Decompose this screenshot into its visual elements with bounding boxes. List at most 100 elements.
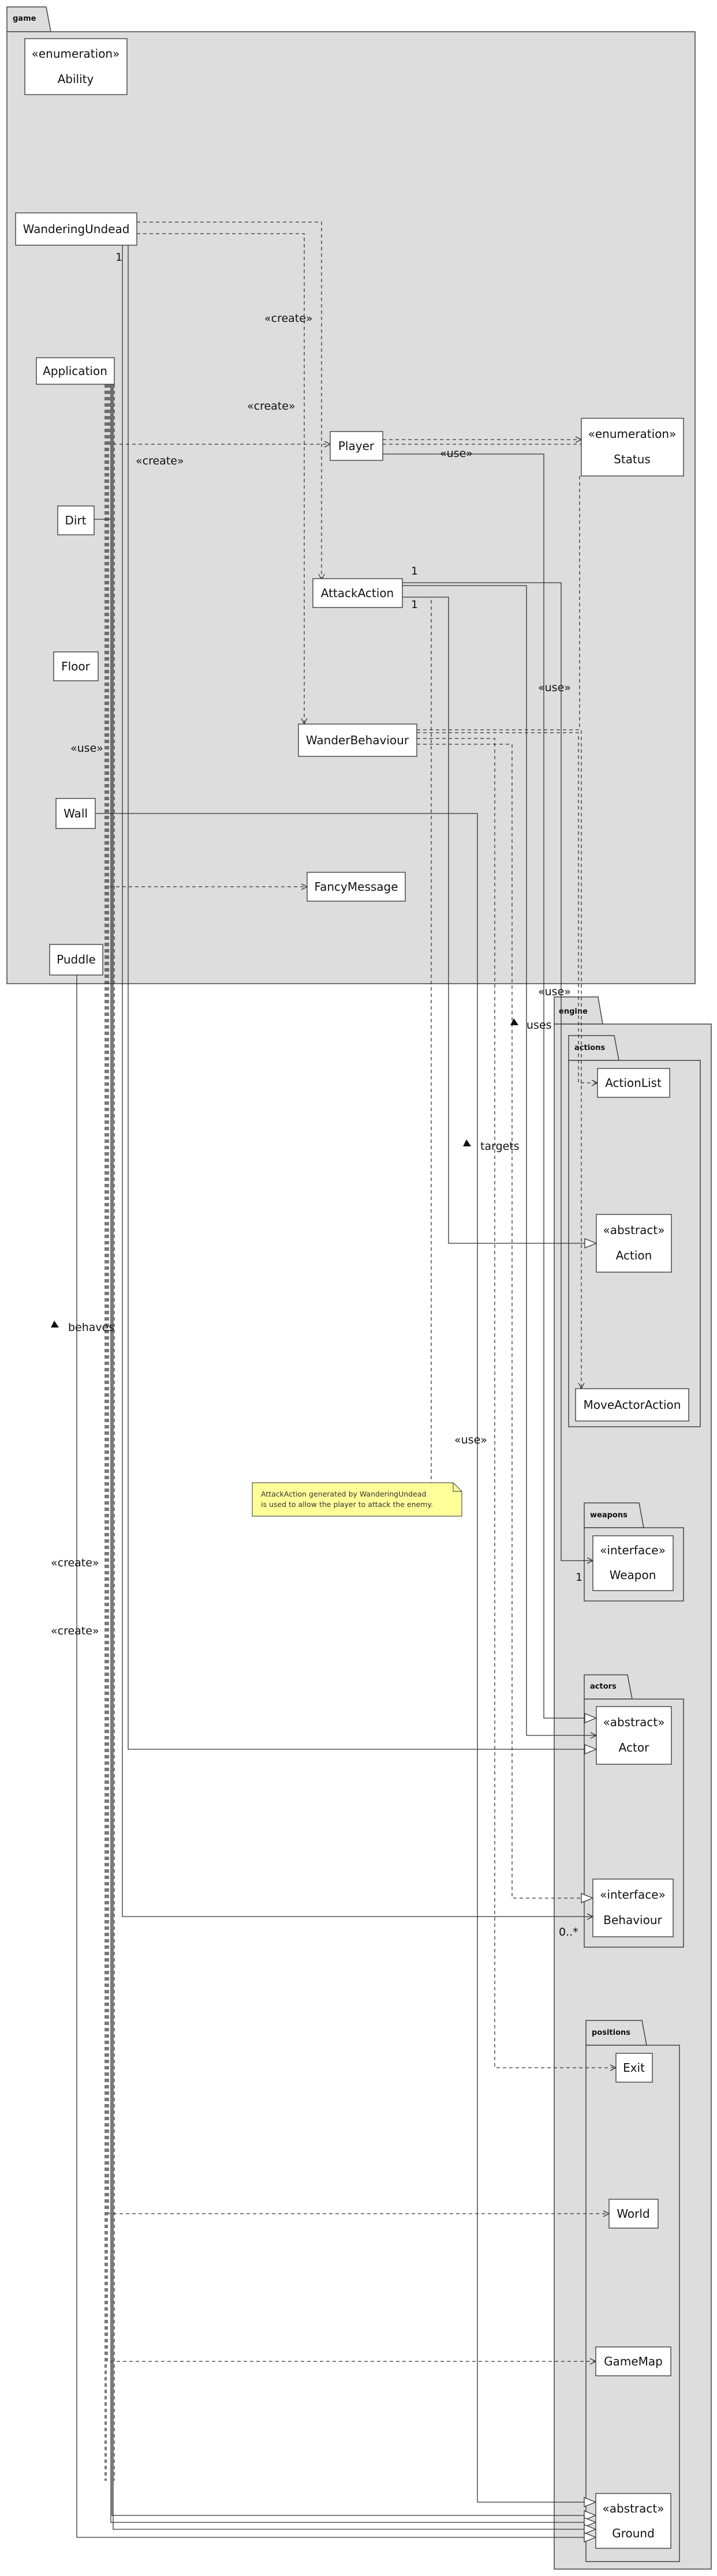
- direction-arrow-targets: [463, 1139, 471, 1146]
- edge-app-extends-ground: [113, 384, 596, 2529]
- class-action[interactable]: «abstract» Action: [596, 1214, 672, 1273]
- ground-stereotype: «abstract»: [602, 2502, 664, 2515]
- move-actor-action-name: MoveActorAction: [584, 1398, 681, 1412]
- edge-wu-create-attackaction: [137, 222, 322, 580]
- class-puddle[interactable]: Puddle: [49, 944, 103, 976]
- edges: [76, 222, 616, 2537]
- class-floor[interactable]: Floor: [53, 651, 99, 681]
- label-use-5: «use»: [454, 1434, 487, 1446]
- edge-wb-use-actionlist: [417, 732, 598, 1083]
- application-name: Application: [43, 364, 107, 378]
- exit-name: Exit: [623, 2061, 645, 2075]
- behaviour-stereotype: «interface»: [600, 1888, 666, 1902]
- action-list-name: ActionList: [605, 1076, 662, 1090]
- package-positions-label: positions: [592, 2028, 630, 2037]
- label-create-3: «create»: [136, 455, 184, 467]
- edge-app-create-world: [108, 384, 609, 2214]
- package-weapons-label: weapons: [590, 1511, 628, 1520]
- edge-wu-behaviour: [122, 245, 593, 1917]
- label-mult-wu: 1: [115, 251, 122, 264]
- package-game-label: game: [13, 14, 36, 23]
- direction-arrow-uses: [510, 1018, 518, 1025]
- package-engine-label: engine: [559, 1007, 588, 1016]
- edge-attackaction-targets-actor: [402, 585, 596, 1735]
- action-stereotype: «abstract»: [603, 1223, 664, 1237]
- label-use-3: «use»: [70, 742, 103, 755]
- class-player[interactable]: Player: [330, 431, 383, 461]
- class-wall[interactable]: Wall: [55, 798, 96, 829]
- package-actors-label: actors: [590, 1682, 617, 1691]
- note-line-2: is used to allow the player to attack th…: [261, 1500, 433, 1509]
- class-move-actor-action[interactable]: MoveActorAction: [575, 1388, 689, 1422]
- label-create-5: «create»: [51, 1625, 99, 1637]
- class-status[interactable]: «enumeration» Status: [581, 418, 684, 477]
- label-create-4: «create»: [51, 1557, 99, 1569]
- action-name: Action: [616, 1248, 652, 1262]
- note-line-1: AttackAction generated by WanderingUndea…: [261, 1490, 426, 1498]
- class-ability[interactable]: «enumeration» Ability: [24, 38, 128, 95]
- label-mult-behaviour: 0..*: [559, 1926, 578, 1938]
- class-fancy-message[interactable]: FancyMessage: [307, 872, 406, 902]
- label-targets: targets: [480, 1140, 520, 1153]
- puddle-name: Puddle: [57, 953, 96, 966]
- label-mult-weapon: 1: [576, 1571, 582, 1584]
- floor-name: Floor: [61, 659, 91, 673]
- edge-attackaction-weapon: [402, 582, 593, 1561]
- wandering-undead-name: WanderingUndead: [23, 222, 130, 236]
- actor-stereotype: «abstract»: [603, 1715, 664, 1729]
- class-action-list[interactable]: ActionList: [597, 1068, 670, 1098]
- attack-action-name: AttackAction: [321, 586, 394, 600]
- label-mult-aa-2: 1: [411, 598, 418, 611]
- player-name: Player: [338, 439, 375, 453]
- label-use-4: «use»: [538, 985, 571, 998]
- package-game: game: [6, 6, 696, 984]
- class-ground[interactable]: «abstract» Ground: [595, 2493, 671, 2549]
- world-name: World: [617, 2207, 649, 2221]
- weapon-stereotype: «interface»: [600, 1543, 666, 1557]
- edge-wall-extends-ground: [95, 813, 596, 2502]
- game-map-name: GameMap: [604, 2354, 663, 2368]
- edge-wb-use-moveactoraction: [417, 729, 581, 1389]
- direction-arrow-behaves: [51, 1321, 59, 1328]
- class-exit[interactable]: Exit: [615, 2053, 653, 2083]
- class-weapon[interactable]: «interface» Weapon: [592, 1535, 674, 1591]
- class-actor[interactable]: «abstract» Actor: [596, 1706, 672, 1765]
- edge-app-create-gamemap: [107, 384, 596, 2361]
- class-wandering-undead[interactable]: WanderingUndead: [15, 212, 137, 246]
- wander-behaviour-name: WanderBehaviour: [306, 733, 409, 747]
- label-behaves: behaves: [68, 1321, 114, 1334]
- edge-puddle-extends-ground: [76, 975, 596, 2537]
- class-wander-behaviour[interactable]: WanderBehaviour: [298, 723, 417, 757]
- class-world[interactable]: World: [608, 2199, 659, 2229]
- ability-stereotype: «enumeration»: [32, 47, 120, 61]
- package-positions: positions: [585, 2020, 680, 2562]
- class-behaviour[interactable]: «interface» Behaviour: [592, 1878, 674, 1937]
- label-mult-aa-1: 1: [411, 565, 418, 578]
- edge-attackaction-extends-action: [402, 597, 596, 1243]
- edge-labels: «create» «create» «create» «use» «use» «…: [51, 251, 582, 1938]
- edge-app-create-player: [109, 384, 330, 444]
- edge-wu-extends-actor: [128, 245, 596, 1749]
- status-stereotype: «enumeration»: [588, 427, 677, 441]
- fancy-message-name: FancyMessage: [314, 880, 398, 894]
- label-use-2: «use»: [538, 681, 571, 694]
- ground-name: Ground: [612, 2526, 655, 2540]
- edge-dirt-extends-ground: [111, 384, 596, 2515]
- edge-player-extends-actor: [383, 453, 596, 1718]
- edge-wu-create-wanderbehaviour: [137, 233, 304, 724]
- actor-name: Actor: [619, 1741, 649, 1754]
- behaviour-name: Behaviour: [603, 1913, 662, 1927]
- note: AttackAction generated by WanderingUndea…: [252, 1482, 462, 1517]
- label-uses: uses: [526, 1019, 552, 1032]
- class-attack-action[interactable]: AttackAction: [312, 578, 403, 608]
- class-dirt[interactable]: Dirt: [57, 505, 95, 535]
- wall-name: Wall: [64, 807, 88, 820]
- weapon-name: Weapon: [610, 1568, 656, 1582]
- label-use-1: «use»: [440, 447, 473, 460]
- class-game-map[interactable]: GameMap: [595, 2346, 671, 2376]
- edge-floor-extends-ground: [110, 384, 596, 2522]
- label-create-1: «create»: [264, 312, 313, 325]
- edge-wb-implements-behaviour: [417, 744, 593, 1898]
- class-application[interactable]: Application: [36, 357, 115, 385]
